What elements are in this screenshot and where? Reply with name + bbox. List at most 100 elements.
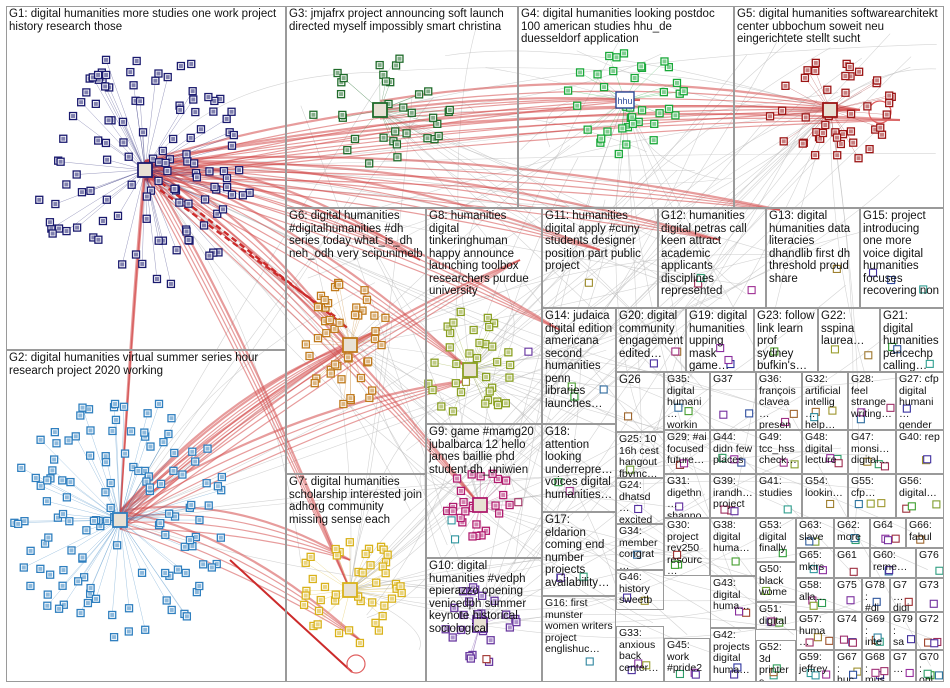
group-box-g78: G78: #di…	[862, 578, 890, 612]
group-box-g62: G62: more	[834, 518, 870, 548]
group-label-g46: G46: history sweetb…	[619, 572, 661, 610]
group-box-g20: G20: digital community engagement edited…	[616, 308, 686, 372]
group-label-g37: G37	[713, 374, 753, 386]
group-label-g62: G62: more	[837, 520, 867, 543]
group-label-g67: G67: huc…	[837, 652, 859, 682]
group-box-g17: G17: eldarion coming end number projects…	[542, 512, 616, 596]
group-label-g74: G74	[837, 614, 859, 626]
group-box-g49: G49: tcc_hss check…	[756, 430, 802, 474]
group-box-g6: G6: digital humanities #digitalhumanitie…	[286, 208, 426, 474]
group-box-g48: G48: digital lecture…	[802, 430, 848, 474]
group-label-g75: G75	[837, 580, 859, 592]
group-box-g14: G14: judaica digital edition americana s…	[542, 308, 616, 424]
group-label-g2: G2: digital humanities virtual summer se…	[9, 352, 283, 377]
group-box-g68: G68: mus…	[862, 650, 890, 682]
group-label-g69: G69: inte…	[865, 614, 887, 650]
group-label-g52: G52: 3d printers norma…	[759, 642, 793, 682]
group-label-g17: G17: eldarion coming end number projects…	[545, 514, 613, 589]
group-box-g2: G2: digital humanities virtual summer se…	[6, 350, 286, 682]
group-label-g48: G48: digital lecture…	[805, 432, 845, 474]
group-box-g60: G60: reme…	[870, 548, 916, 578]
group-box-g66: G66: fabul…	[906, 518, 944, 548]
group-box-g28: G28: feel strange writing…	[848, 372, 896, 430]
group-label-g25: G25: 10 16h cest hangout fbvmc…	[619, 434, 661, 478]
group-label-g68: G68: mus…	[865, 652, 887, 682]
group-label-g5: G5: digital humanities softwarearchitekt…	[737, 8, 941, 46]
group-box-g61: G61	[834, 548, 870, 578]
group-box-g29: G29: #ai focused future…	[664, 430, 710, 474]
group-label-g51: G51: digital…	[759, 604, 793, 630]
group-box-g72: G72	[916, 612, 944, 650]
group-label-g12: G12: humanities digital petras call keen…	[661, 210, 763, 298]
group-label-g49: G49: tcc_hss check…	[759, 432, 799, 467]
group-box-g58: G58: alla…	[796, 578, 834, 612]
group-label-g44: G44: didn few places…	[713, 432, 753, 474]
group-label-g14: G14: judaica digital edition americana s…	[545, 310, 613, 410]
group-label-g66: G66: fabul…	[909, 520, 941, 548]
group-box-g1: G1: digital humanities more studies one …	[6, 6, 286, 350]
group-label-g4: G4: digital humanities looking postdoc 1…	[521, 8, 731, 46]
group-box-g43: G43: digital huma…	[710, 576, 756, 628]
group-label-g24: G24: dhatsd… excited announ…	[619, 480, 661, 524]
group-label-g50: G50: black wome…	[759, 564, 793, 602]
group-label-g20: G20: digital community engagement edited…	[619, 310, 683, 360]
group-label-g59: G59: jeffrey…	[799, 652, 831, 682]
group-box-g19: G19: digital humanities upping mask game…	[686, 308, 754, 372]
group-label-g40: G40: rep	[899, 432, 941, 444]
group-label-g19: G19: digital humanities upping mask game…	[689, 310, 751, 372]
group-box-g39: G39: irandh… project…	[710, 474, 756, 518]
group-label-g1: G1: digital humanities more studies one …	[9, 8, 283, 33]
group-label-g55: G55: cfp…	[851, 476, 893, 499]
group-box-g70: G70: onl…	[916, 650, 944, 682]
group-label-g29: G29: #ai focused future…	[667, 432, 707, 467]
group-box-g23: G23: follow link learn prof sydney bufki…	[754, 308, 818, 372]
group-label-g45: G45: work #pride2…	[667, 640, 707, 682]
group-box-g37: G37	[710, 372, 756, 430]
group-box-g10: G10: digital humanities #vedph epierazzo…	[426, 558, 542, 682]
group-box-g12: G12: humanities digital petras call keen…	[658, 208, 766, 308]
group-label-g61: G61	[837, 550, 867, 562]
group-box-g52: G52: 3d printers norma…	[756, 640, 796, 682]
group-label-g64: G64	[873, 520, 903, 532]
group-box-g8: G8: humanities digital tinkeringhuman ha…	[426, 208, 542, 424]
group-label-g23: G23: follow link learn prof sydney bufki…	[757, 310, 815, 372]
group-box-g75: G75	[834, 578, 862, 612]
group-box-g21: G21: digital humanities pencechp calling…	[880, 308, 944, 372]
group-box-g33: G33: anxious back center…	[616, 626, 664, 682]
group-box-g69: G69: inte…	[862, 612, 890, 650]
group-box-g63: G63: slave…	[796, 518, 834, 548]
group-box-g65: G65: mkirs…	[796, 548, 834, 578]
group-label-g72: G72	[919, 614, 941, 626]
group-box-g71: G7…	[890, 650, 916, 682]
group-label-g32: G32: artificial intellig… help…	[805, 374, 845, 430]
group-box-g31: G31: digethn… shanno…	[664, 474, 710, 518]
group-label-g31: G31: digethn… shanno…	[667, 476, 707, 518]
group-box-g40: G40: rep	[896, 430, 944, 474]
group-box-g50: G50: black wome…	[756, 562, 796, 602]
group-label-g11: G11: humanities digital apply #cuny stud…	[545, 210, 655, 273]
group-label-g10: G10: digital humanities #vedph epierazzo…	[429, 560, 539, 635]
group-box-g77: G7… digi…	[890, 578, 916, 612]
group-box-g55: G55: cfp…	[848, 474, 896, 518]
group-box-g76: G76	[916, 548, 944, 578]
group-box-g59: G59: jeffrey…	[796, 650, 834, 682]
group-label-g28: G28: feel strange writing…	[851, 374, 893, 420]
group-box-g25: G25: 10 16h cest hangout fbvmc…	[616, 432, 664, 478]
group-label-g47: G47: monsi… digital…	[851, 432, 893, 467]
group-label-g33: G33: anxious back center…	[619, 628, 661, 674]
group-box-g64: G64	[870, 518, 906, 548]
group-label-g60: G60: reme…	[873, 550, 913, 573]
group-box-g44: G44: didn few places…	[710, 430, 756, 474]
group-box-g47: G47: monsi… digital…	[848, 430, 896, 474]
group-label-g36: G36: françois clavea… presen…	[759, 374, 799, 430]
group-label-g43: G43: digital huma…	[713, 578, 753, 613]
group-box-g7: G7: digital humanities scholarship inter…	[286, 474, 426, 682]
group-label-g8: G8: humanities digital tinkeringhuman ha…	[429, 210, 539, 298]
group-label-g42: G42: projects digital huma…	[713, 630, 753, 676]
group-box-g9: G9: game #mamg20 jubalbarca 12 hello jam…	[426, 424, 542, 558]
group-box-g22: G22: sspina laurea…	[818, 308, 880, 372]
group-label-g58: G58: alla…	[799, 580, 831, 603]
group-label-g63: G63: slave…	[799, 520, 831, 548]
group-box-g16: G16: first munster women writers project…	[542, 596, 616, 682]
